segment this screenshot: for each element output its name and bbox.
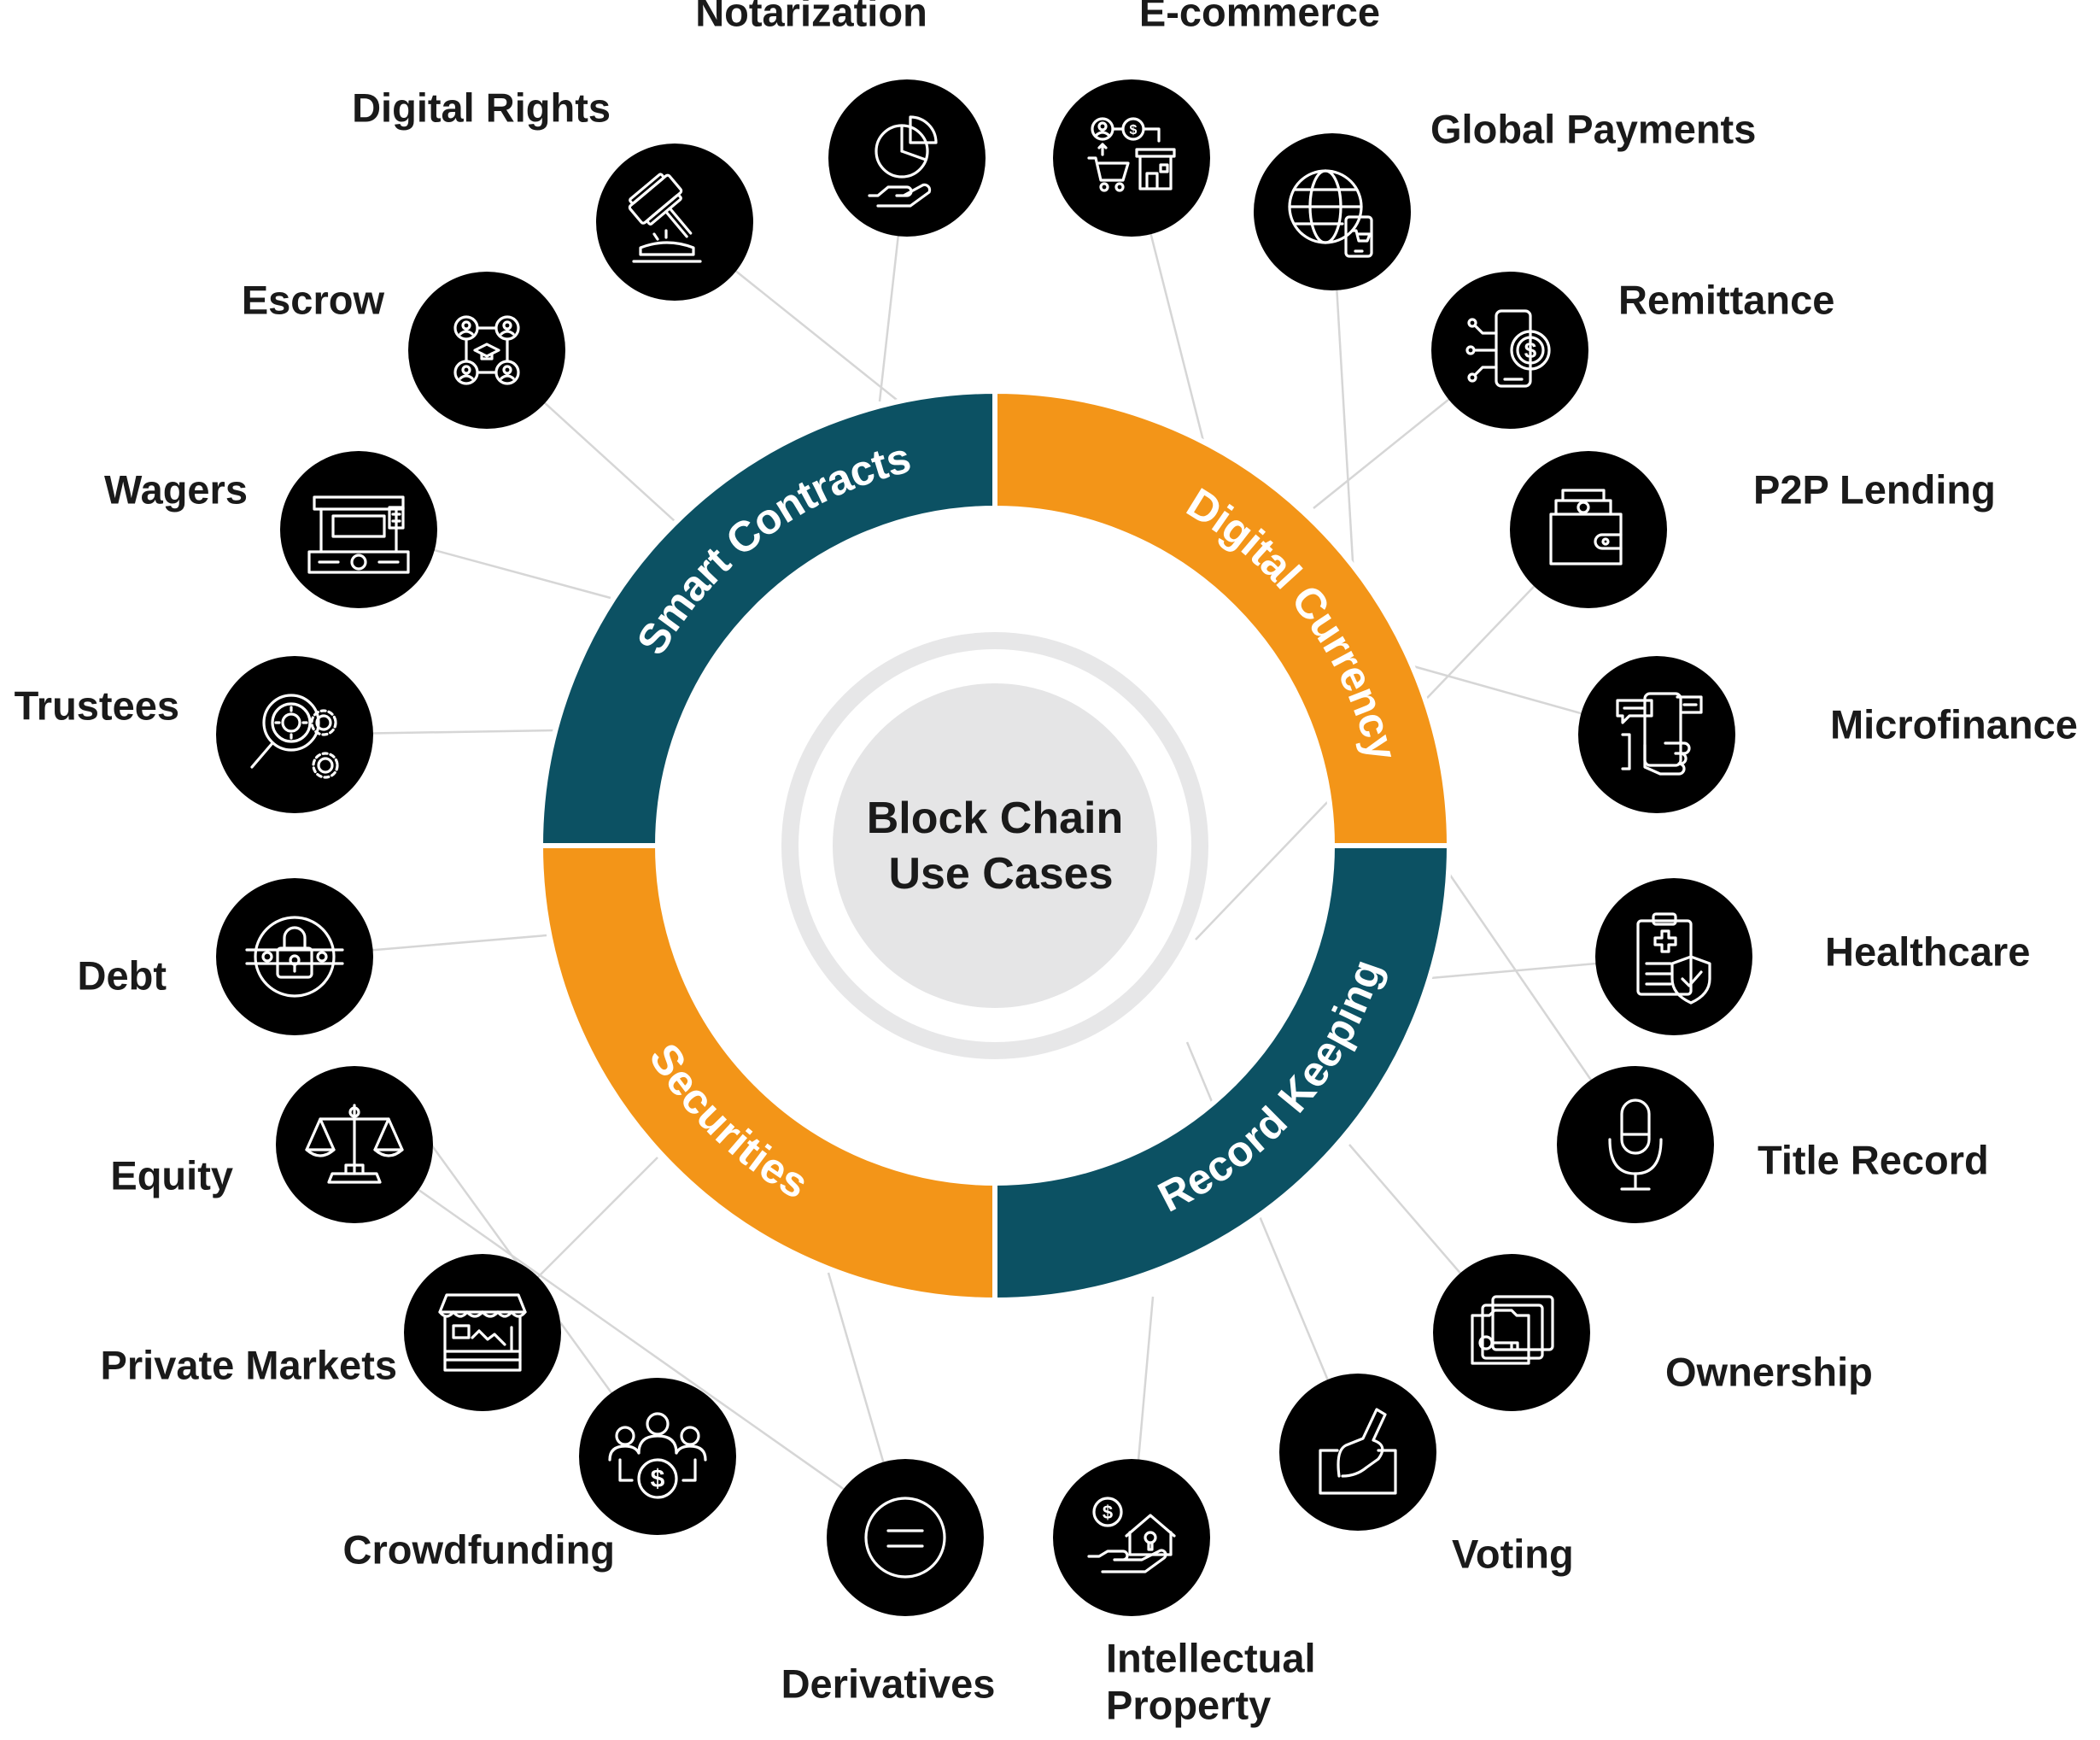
use-case-microfinance: Microfinance (1578, 656, 2078, 813)
label-remittance: Remittance (1618, 277, 1834, 322)
use-case-e-commerce: $ E-commerce (1053, 0, 1380, 237)
label-e-commerce: E-commerce (1139, 0, 1380, 34)
label-crowdfunding: Crowdfunding (343, 1526, 615, 1572)
node-circle-p2p-lending (1510, 451, 1667, 608)
node-circle-remittance (1431, 272, 1588, 429)
label-intellectual-property-line2: Property (1106, 1682, 1271, 1727)
node-circle-wagers (280, 451, 437, 608)
use-case-healthcare: Healthcare (1595, 878, 2030, 1035)
label-ownership: Ownership (1665, 1349, 1873, 1394)
connector-equity (354, 1143, 889, 1522)
slot-machine-icon (307, 495, 410, 574)
center-hub: Block Chain Use Cases (781, 632, 1208, 1059)
use-case-title-record: Title Record (1557, 1066, 1989, 1223)
label-private-markets: Private Markets (101, 1342, 397, 1387)
equals-icon (864, 1497, 946, 1579)
segment-securities (537, 843, 997, 1304)
center-hub-disc (833, 683, 1157, 1008)
pie-chart-hand-icon (868, 115, 938, 208)
magnifier-gears-icon (250, 694, 339, 779)
shopping-cart-store-icon: $ (1087, 117, 1176, 192)
label-digital-rights: Digital Rights (352, 85, 611, 130)
use-case-voting: Voting (1279, 1374, 1574, 1576)
microphone-icon (1608, 1098, 1663, 1191)
gavel-icon (628, 173, 702, 263)
label-microfinance: Microfinance (1830, 701, 2078, 747)
use-case-global-payments: Global Payments (1254, 106, 1756, 290)
svg-text:$: $ (1103, 1502, 1113, 1523)
node-circle-global-payments (1254, 133, 1411, 290)
svg-text:$: $ (1130, 123, 1138, 138)
segment-record-keeping (992, 843, 1453, 1304)
node-circle-ownership (1433, 1254, 1590, 1411)
use-case-nodes: Digital Rights Notarization $ E-commerceGlo… (15, 0, 2078, 1727)
label-wagers: Wagers (104, 466, 248, 512)
use-case-remittance: $ Remittance (1431, 272, 1834, 429)
label-debt: Debt (78, 952, 167, 998)
padlock-chain-icon (245, 916, 344, 998)
use-case-debt: Debt (78, 878, 373, 1035)
house-lock-icon: $ (1087, 1497, 1176, 1573)
center-title-line2: Use Cases (888, 849, 1113, 899)
label-title-record: Title Record (1758, 1137, 1989, 1182)
node-circle-voting (1279, 1374, 1436, 1531)
label-derivatives: Derivatives (781, 1661, 996, 1706)
node-circle-notarization (828, 79, 986, 237)
node-circle-microfinance (1578, 656, 1735, 813)
node-circle-healthcare (1595, 878, 1752, 1035)
label-trustees: Trustees (15, 683, 179, 728)
use-case-trustees: Trustees (15, 656, 373, 813)
label-intellectual-property-line1: Intellectual (1106, 1635, 1316, 1680)
key-cards-icon (1471, 1295, 1554, 1365)
node-circle-trustees (216, 656, 373, 813)
node-circle-crowdfunding (579, 1378, 736, 1535)
ballot-box-icon (1319, 1408, 1397, 1495)
use-case-equity: Equity (110, 1066, 433, 1223)
use-case-escrow: Escrow (242, 272, 565, 429)
segment-digital-currency (992, 388, 1453, 848)
label-equity: Equity (110, 1152, 233, 1198)
label-healthcare: Healthcare (1825, 929, 2030, 974)
label-voting: Voting (1452, 1531, 1574, 1576)
use-case-ownership: Ownership (1433, 1254, 1873, 1411)
market-stall-icon (438, 1293, 527, 1372)
node-circle-derivatives (827, 1459, 984, 1616)
clipboard-shield-icon (1636, 912, 1711, 1005)
use-case-notarization: Notarization (695, 0, 986, 237)
svg-text:$: $ (1524, 337, 1537, 363)
node-circle-escrow (408, 272, 565, 429)
category-ring (537, 388, 1453, 1304)
use-case-p2p-lending: P2P Lending (1510, 451, 1996, 608)
node-circle-title-record (1557, 1066, 1714, 1223)
scales-icon (305, 1104, 404, 1184)
label-escrow: Escrow (242, 277, 385, 322)
label-notarization: Notarization (695, 0, 927, 34)
globe-phone-icon (1288, 169, 1373, 258)
use-case-wagers: Wagers (104, 451, 437, 608)
phone-dollar-icon: $ (1465, 309, 1551, 388)
center-title-line1: Block Chain (867, 794, 1124, 843)
segment-smart-contracts (537, 388, 997, 848)
wallet-icon (1549, 489, 1623, 565)
node-circle-e-commerce (1053, 79, 1210, 237)
network-people-icon (453, 315, 520, 385)
use-case-crowdfunding: $ Crowdfunding (343, 1378, 736, 1572)
label-global-payments: Global Payments (1430, 106, 1756, 151)
use-case-derivatives: Derivatives (781, 1459, 996, 1706)
svg-text:$: $ (651, 1465, 665, 1493)
label-p2p-lending: P2P Lending (1753, 466, 1996, 512)
people-dollar-icon: $ (608, 1412, 707, 1499)
use-case-digital-rights: Digital Rights (352, 85, 753, 301)
use-case-private-markets: Private Markets (101, 1254, 561, 1411)
node-circle-intellectual-property (1053, 1459, 1210, 1616)
hand-phone-icon (1616, 692, 1703, 776)
